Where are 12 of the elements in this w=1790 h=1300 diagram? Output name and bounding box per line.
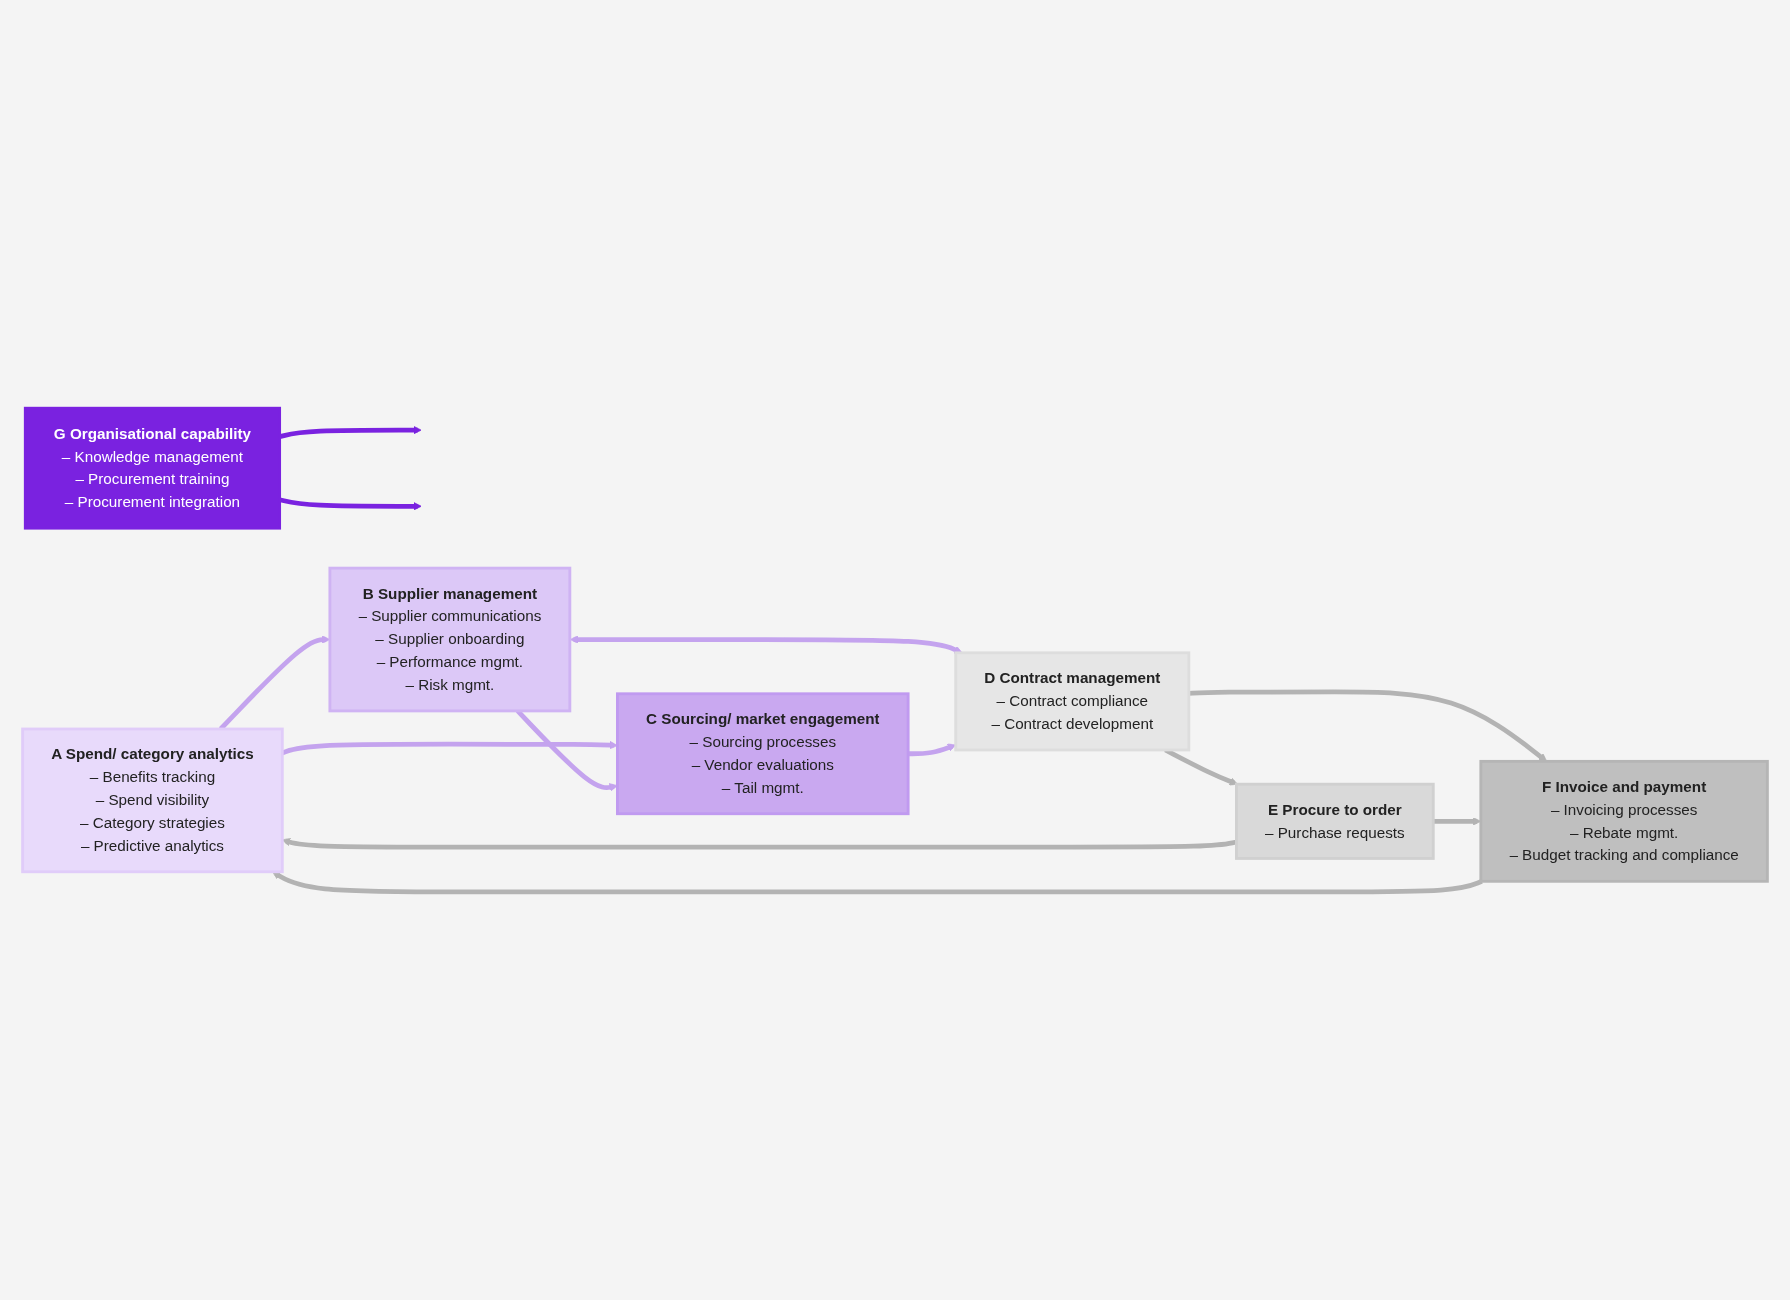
node-box: B Supplier management – Supplier communications – Supplier onboarding – Performance mgmt. – Risk mgmt. [328, 566, 572, 713]
node-box: F Invoice and payment – Invoicing processes – Rebate mgmt. – Budget tracking and compliance [1479, 759, 1769, 883]
arrow [279, 497, 422, 511]
node-box: D Contract management – Contract compliance – Contract development [954, 651, 1191, 752]
node-box: E Procure to order – Purchase requests [1235, 782, 1435, 860]
arrow [569, 635, 963, 654]
arrow [272, 871, 1483, 895]
arrow [1188, 689, 1548, 762]
node-box: G Organisational capability – Knowledge management – Procurement training – Procurement integration [23, 406, 282, 530]
node-box: C Sourcing/ market engagement – Sourcing processes – Vendor evaluations – Tail mgmt. [616, 692, 910, 816]
node-box: A Spend/ category analytics – Benefits tracking – Spend visibility – Category strategies – Predictive analytics [21, 727, 284, 874]
arrow [279, 425, 422, 439]
